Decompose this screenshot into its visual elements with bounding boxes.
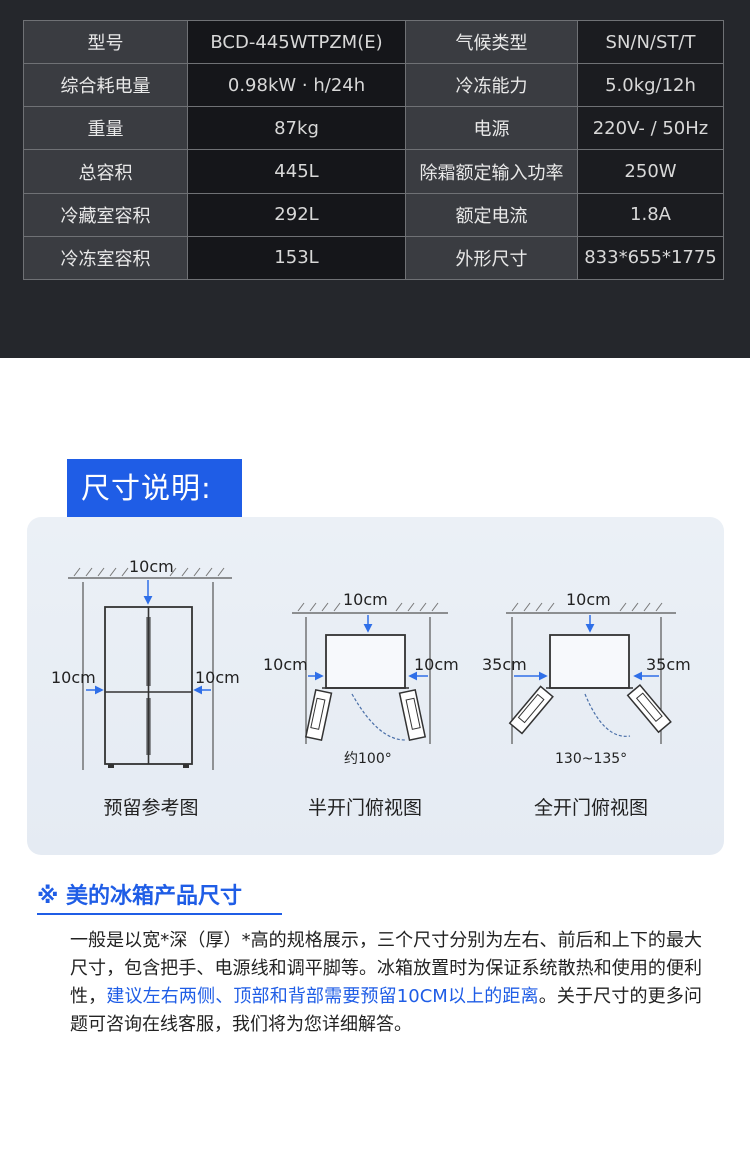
dimension-diagrams: 10cm 10cm 10cm 10cm 10c xyxy=(51,557,691,770)
spec-label: 总容积 xyxy=(23,149,188,194)
note-highlight: 建议左右两侧、顶部和背部需要预留10CM以上的距离 xyxy=(106,986,539,1007)
ref-left-label: 10cm xyxy=(51,668,96,687)
half-angle-label: 约100° xyxy=(344,751,392,767)
spec-label: 额定电流 xyxy=(405,192,578,237)
spec-value: 153L xyxy=(187,235,406,281)
caption-half-open: 半开门俯视图 xyxy=(307,797,422,819)
spec-label: 冷藏室容积 xyxy=(23,192,188,237)
full-angle-label: 130~135° xyxy=(555,751,627,767)
spec-label: 气候类型 xyxy=(405,19,578,65)
dimension-heading: 尺寸说明: xyxy=(67,459,242,517)
spec-value: 0.98kW · h/24h xyxy=(187,63,406,108)
note-text-after: 。关于尺寸的更多问题可咨询在线客服，我们将为您详细解答。 xyxy=(70,986,702,1035)
diagram-half-open: 10cm 10cm 10cm 约100° xyxy=(263,590,459,767)
spec-value: 445L xyxy=(187,149,406,194)
note-body: 一般是以宽*深（厚）*高的规格展示，三个尺寸分别为左右、前后和上下的最大尺寸，包… xyxy=(70,927,702,1039)
spec-label: 外形尺寸 xyxy=(405,235,578,281)
spec-label: 重量 xyxy=(23,106,188,151)
spec-value: 250W xyxy=(577,149,724,194)
ref-top-label: 10cm xyxy=(129,557,174,576)
spec-value: 5.0kg/12h xyxy=(577,63,724,108)
half-top-label: 10cm xyxy=(343,590,388,609)
caption-reference: 预留参考图 xyxy=(103,797,199,819)
full-left-label: 35cm xyxy=(482,655,527,674)
spec-value: BCD-445WTPZM(E) xyxy=(187,19,406,65)
half-left-label: 10cm xyxy=(263,655,308,674)
note-title: ※ 美的冰箱产品尺寸 xyxy=(37,884,243,909)
spec-value: SN/N/ST/T xyxy=(577,19,724,65)
spec-label: 电源 xyxy=(405,106,578,151)
diagram-full-open: 10cm 35cm 35cm 130~135° xyxy=(482,590,691,767)
spec-label: 冷冻室容积 xyxy=(23,235,188,281)
spec-label: 除霜额定输入功率 xyxy=(405,149,578,194)
spec-label: 型号 xyxy=(23,19,188,65)
note-text-before: 一般是以宽*深（厚）*高的规格展示，三个尺寸分别为左右、前后和上下的最大尺寸，包… xyxy=(70,930,702,1007)
half-right-label: 10cm xyxy=(414,655,459,674)
ref-right-label: 10cm xyxy=(195,668,240,687)
spec-value: 220V- / 50Hz xyxy=(577,106,724,151)
spec-value: 833*655*1775 xyxy=(577,235,724,281)
spec-value: 292L xyxy=(187,192,406,237)
spec-value: 87kg xyxy=(187,106,406,151)
full-right-label: 35cm xyxy=(646,655,691,674)
spec-label: 冷冻能力 xyxy=(405,63,578,108)
diagram-reference: 10cm 10cm 10cm xyxy=(51,557,240,770)
spec-label: 综合耗电量 xyxy=(23,63,188,108)
note-divider xyxy=(37,913,282,915)
caption-full-open: 全开门俯视图 xyxy=(533,797,648,819)
full-top-label: 10cm xyxy=(566,590,611,609)
